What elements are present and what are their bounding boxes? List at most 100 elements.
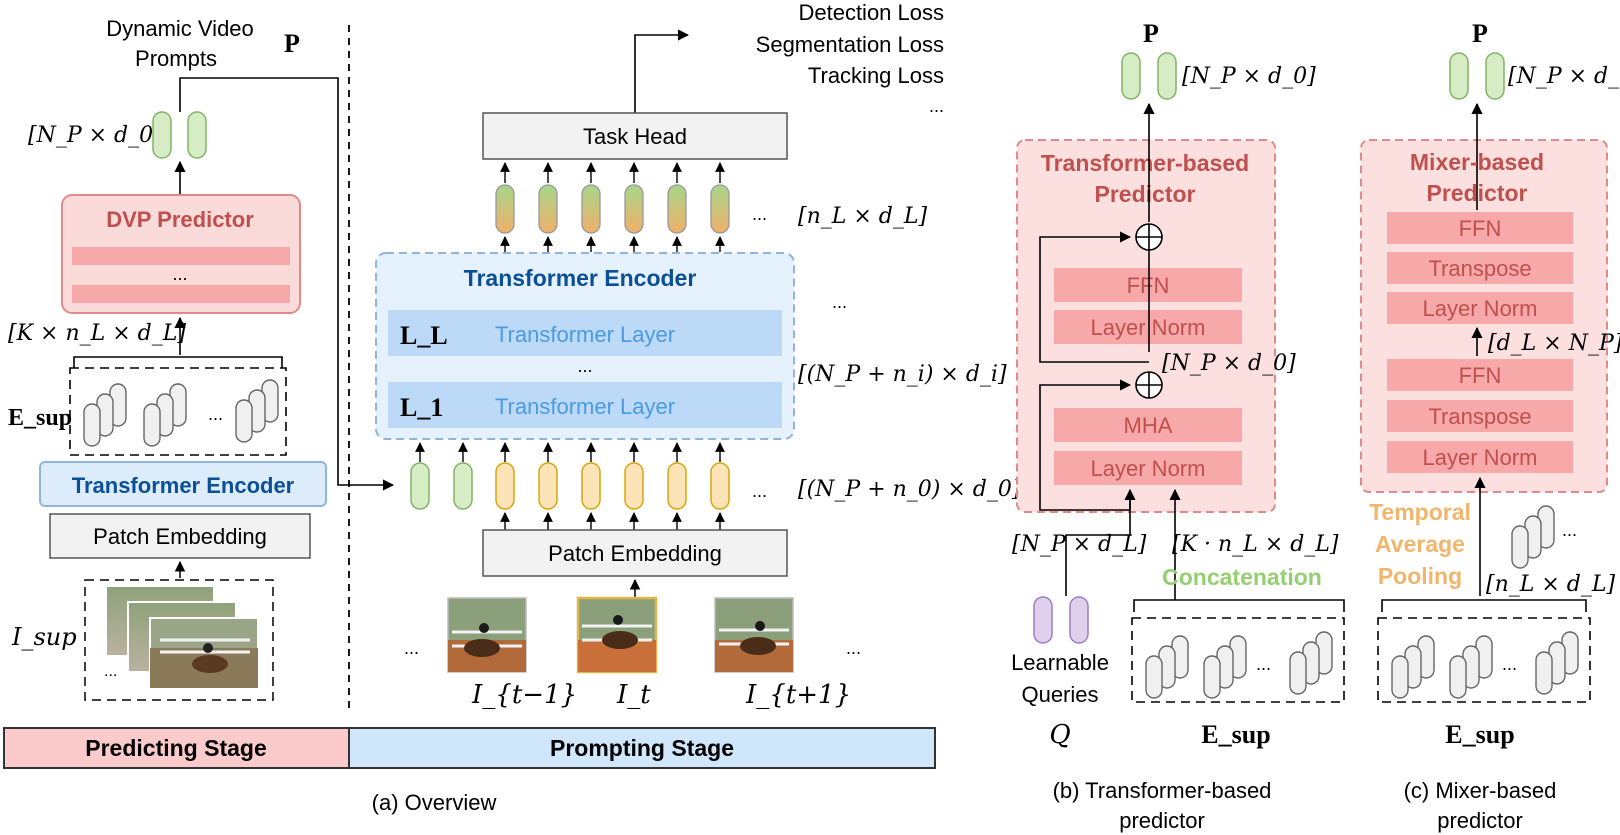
c-temporal-line1: Temporal bbox=[1369, 499, 1471, 525]
esup-ellipsis: ... bbox=[208, 404, 223, 424]
output-tokens-ellipsis: ... bbox=[752, 204, 767, 224]
c-out-token-1 bbox=[1449, 52, 1469, 100]
predicting-patch-embedding-label: Patch Embedding bbox=[93, 524, 267, 549]
input-tokens bbox=[410, 442, 730, 530]
c-ffn-bottom bbox=[1387, 359, 1573, 391]
c-np-d0: [N_P × d_0] bbox=[1508, 64, 1620, 89]
c-caption-line2: predictor bbox=[1437, 808, 1523, 833]
b-learnable-line1: Learnable bbox=[1011, 650, 1109, 675]
layer-1-symbol: L_1 bbox=[400, 393, 443, 422]
frames-ellipsis-left: ... bbox=[404, 638, 419, 658]
prompting-patch-embedding bbox=[482, 529, 788, 577]
c-pooled-feature-stack bbox=[1511, 505, 1555, 569]
isup-image-stack bbox=[105, 585, 259, 689]
b-layer-norm-2-label: Layer Norm bbox=[1091, 456, 1206, 481]
b-k-nl-dl: [K · n_L × d_L] bbox=[1172, 532, 1339, 557]
loss-detection: Detection Loss bbox=[798, 0, 944, 25]
overview-np-d0: [N_P × d_0] bbox=[28, 123, 162, 148]
c-temporal-line2: Average bbox=[1375, 531, 1465, 557]
isup-ellipsis: ... bbox=[104, 663, 117, 680]
loss-ellipsis: ... bbox=[929, 96, 944, 116]
b-layer-norm-2 bbox=[1054, 451, 1242, 485]
c-transpose-top bbox=[1387, 252, 1573, 284]
dvp-predictor-bar-2 bbox=[72, 285, 290, 303]
b-mha-label: MHA bbox=[1124, 413, 1173, 438]
c-esup-bracket bbox=[1381, 599, 1587, 612]
caption-a: (a) Overview bbox=[372, 790, 497, 815]
esup-bracket bbox=[73, 356, 283, 368]
c-caption-line1: (c) Mixer-based bbox=[1404, 778, 1557, 803]
c-layer-norm-top bbox=[1387, 292, 1573, 324]
b-np-d0: [N_P × d_0] bbox=[1182, 64, 1316, 89]
predicting-transformer-encoder-label: Transformer Encoder bbox=[72, 473, 295, 498]
c-out-token-2 bbox=[1485, 52, 1505, 100]
dvp-token-1 bbox=[152, 111, 172, 159]
c-layer-norm-bottom bbox=[1387, 441, 1573, 473]
c-transpose-top-label: Transpose bbox=[1428, 256, 1531, 281]
b-layer-norm-1 bbox=[1054, 310, 1242, 344]
c-p-symbol: P bbox=[1472, 19, 1488, 48]
b-esup-box bbox=[1131, 617, 1345, 703]
esup-box bbox=[69, 367, 287, 456]
c-esup-feature-stacks bbox=[1391, 631, 1579, 699]
prompting-stage-label: Prompting Stage bbox=[550, 735, 734, 761]
c-transpose-bottom bbox=[1387, 400, 1573, 432]
b-ffn bbox=[1054, 268, 1242, 302]
task-head-label: Task Head bbox=[583, 124, 687, 149]
c-transpose-bottom-label: Transpose bbox=[1428, 404, 1531, 429]
isup-box bbox=[84, 579, 274, 701]
b-out-token-1 bbox=[1121, 52, 1141, 100]
c-title-line2: Predictor bbox=[1427, 180, 1528, 206]
c-nl-dl: [n_L × d_L] bbox=[1486, 572, 1615, 597]
predicting-transformer-encoder bbox=[39, 461, 327, 507]
b-np-dl: [N_P × d_L] bbox=[1012, 532, 1147, 557]
b-query-token-1 bbox=[1033, 596, 1053, 644]
b-learnable-line2: Queries bbox=[1021, 682, 1098, 707]
dvp-predictor-ellipsis: ... bbox=[172, 264, 187, 284]
dvp-token-2 bbox=[187, 111, 207, 159]
b-out-token-2 bbox=[1157, 52, 1177, 100]
b-residual-top bbox=[1039, 231, 1149, 363]
loss-tracking: Tracking Loss bbox=[808, 63, 944, 88]
layer-L-symbol: L_L bbox=[400, 321, 448, 350]
frame-label-t: I_t bbox=[616, 680, 651, 710]
b-mha bbox=[1054, 408, 1242, 442]
layers-ellipsis: ... bbox=[577, 356, 592, 376]
b-caption-line2: predictor bbox=[1119, 808, 1205, 833]
frames-ellipsis-right: ... bbox=[846, 638, 861, 658]
b-title-line2: Predictor bbox=[1095, 181, 1196, 207]
c-ffn-top bbox=[1387, 212, 1573, 244]
c-layer-norm-bottom-label: Layer Norm bbox=[1423, 445, 1538, 470]
prompt-route-arrow bbox=[179, 77, 395, 491]
loss-segmentation: Segmentation Loss bbox=[756, 32, 944, 57]
b-esup-feature-stacks bbox=[1145, 631, 1333, 699]
c-layer-norm-top-label: Layer Norm bbox=[1423, 296, 1538, 321]
b-query-token-2 bbox=[1069, 596, 1089, 644]
b-esup: E_sup bbox=[1201, 720, 1270, 749]
dvp-predictor-bar-1 bbox=[72, 247, 290, 265]
b-query-arrow bbox=[1065, 488, 1136, 596]
b-p-symbol: P bbox=[1143, 19, 1159, 48]
overview-np-n0-d0: [(N_P + n_0) × d_0] bbox=[798, 477, 1021, 502]
c-dl-np: [d_L × N_P] bbox=[1488, 331, 1620, 356]
overview-np-ni-di: [(N_P + n_i) × d_i] bbox=[798, 362, 1007, 387]
overview-isup: I_sup bbox=[11, 623, 77, 651]
frame-label-t-minus-1: I_{t−1} bbox=[471, 680, 577, 710]
b-np-d0-mid: [N_P × d_0] bbox=[1162, 351, 1296, 376]
c-title-line1: Mixer-based bbox=[1410, 149, 1544, 175]
output-tokens bbox=[495, 162, 730, 252]
c-temporal-line3: Pooling bbox=[1378, 563, 1462, 589]
frame-t bbox=[576, 596, 658, 674]
dvp-label-line2: Prompts bbox=[135, 46, 217, 71]
c-ffn-top-label: FFN bbox=[1459, 216, 1502, 241]
layer-L-label: Transformer Layer bbox=[495, 322, 675, 347]
b-layer-norm-1-label: Layer Norm bbox=[1091, 315, 1206, 340]
transformer-layer-L bbox=[388, 310, 782, 356]
b-caption-line1: (b) Transformer-based bbox=[1053, 778, 1272, 803]
predicting-patch-embedding bbox=[49, 513, 311, 559]
b-title-line1: Transformer-based bbox=[1041, 150, 1249, 176]
b-esup-ellipsis: ... bbox=[1256, 654, 1271, 674]
c-pooled-ellipsis: ... bbox=[1562, 520, 1577, 540]
predicting-stage-bar bbox=[3, 727, 350, 769]
